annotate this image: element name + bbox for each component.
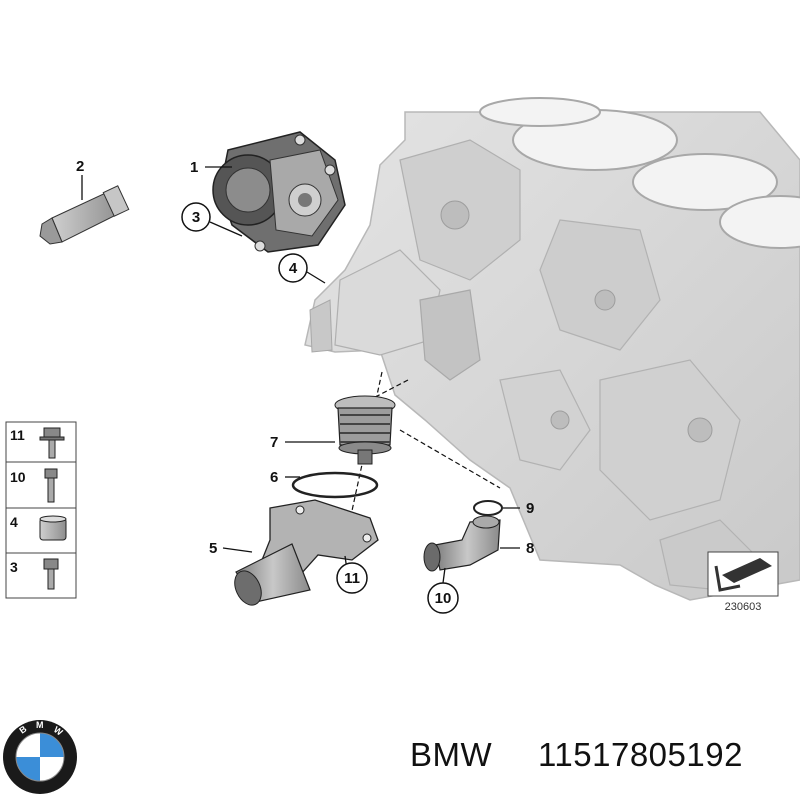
callout-10: 10 [435,590,452,607]
hex-bolt-icon [43,558,59,590]
callout-1: 1 [190,159,198,176]
legend-item-number: 3 [10,559,18,575]
gasket-ring [291,471,379,499]
stud-bolt-icon [44,468,58,503]
engine-block [304,97,800,601]
callout-3: 3 [192,209,200,226]
callout-2: 2 [76,158,84,175]
callout-6: 6 [270,469,278,486]
callout-4-circle [278,253,308,283]
thermostat [334,395,396,465]
callout-11: 11 [344,570,360,587]
reference-id: 230603 [725,601,762,613]
bmw-logo: B M W [3,720,77,794]
fastener-legend: 11 10 4 3 [5,421,77,599]
svg-text:B: B [17,723,28,735]
callout-5: 5 [209,540,217,557]
callout-9: 9 [526,500,534,517]
callout-11-circle [336,562,368,594]
legend-item-number: 4 [10,514,18,530]
o-ring [473,500,503,516]
brand-name: BMW [410,736,493,773]
callouts: 1 2 3 4 5 6 7 8 9 10 11 [76,158,534,614]
water-pump [212,131,346,253]
legend-item-number: 10 [10,469,26,485]
svg-text:M: M [36,720,44,730]
callout-7: 7 [270,434,278,451]
leader-lines [81,166,520,584]
legend-frame [5,421,77,599]
callout-4: 4 [289,260,298,277]
sealant-tube [39,185,130,245]
callout-10-circle [427,582,459,614]
legend-item-number: 11 [10,427,25,443]
part-number: 11517805192 [538,736,743,773]
flange-bolt-icon [39,427,65,459]
callout-8: 8 [526,540,534,557]
coolant-pipe [423,515,501,572]
orientation-arrow-icon [714,558,772,592]
thermostat-housing [234,499,379,606]
reference-box: 230603 [707,551,779,613]
sleeve-icon [39,515,67,541]
callout-3-circle [181,202,211,232]
